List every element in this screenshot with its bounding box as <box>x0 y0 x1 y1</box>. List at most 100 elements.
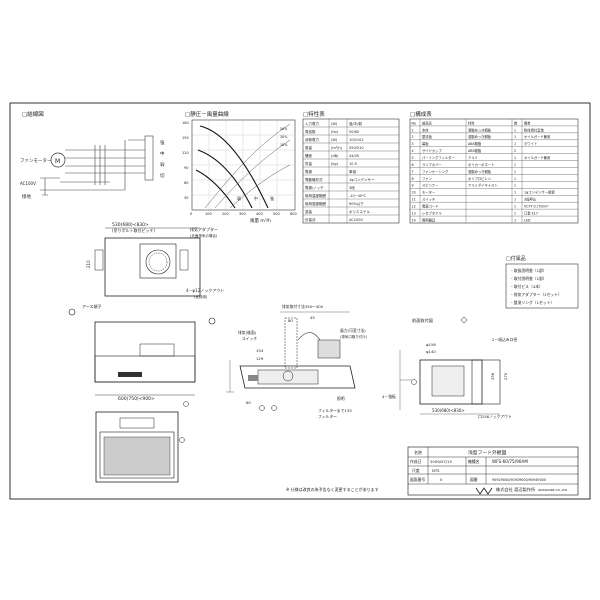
date-value: 2009/07/15 <box>430 459 452 464</box>
parts-cell: ポリカーボネート <box>468 162 494 167</box>
knockout-note: (支持用) <box>194 294 208 299</box>
terminal-strong: 強 <box>160 139 165 146</box>
wiring-title: □結線図 <box>22 110 44 118</box>
spec-cell: 周波数 <box>305 129 316 134</box>
spec-cell: 電源 <box>305 169 313 174</box>
side-dim-60: 60 <box>246 400 251 405</box>
accessory-item-4: ・整流リング（1セット） <box>510 300 554 305</box>
front-view: 600(750)<900> <box>94 321 196 407</box>
knockout-marker <box>208 317 216 325</box>
performance-title: □静圧－風量曲線 <box>185 110 229 118</box>
drawing-no-value: 0 <box>440 477 443 482</box>
perf-xtick-1: 100 <box>205 212 212 216</box>
spec-cell: 入力電力 <box>305 121 319 126</box>
spec-cell: 10.5 <box>349 162 357 166</box>
parts-header-cell: 備考 <box>524 120 531 125</box>
top-view-body <box>104 237 201 297</box>
parts-cell: 1 <box>514 191 516 195</box>
rear-256: 256 <box>490 372 495 380</box>
bottom-view-body <box>95 411 179 483</box>
parts-cell: 1 <box>412 128 414 132</box>
parts-cell: 1 <box>514 170 516 174</box>
spec-cell: (Hz) <box>331 130 339 134</box>
company-en: WATANABE CO.,LTD. <box>538 488 568 492</box>
duct-curve-3 <box>229 164 291 209</box>
spec-cell: 105/102 <box>349 138 364 142</box>
curve-weak <box>195 169 236 209</box>
part-label: 図番 <box>470 477 478 482</box>
side-light-label: 照明 <box>337 396 345 401</box>
parts-cell: 1 <box>514 177 516 181</box>
parts-cell: ファンケーシング <box>422 169 449 174</box>
parts-cell: サイドカップ <box>422 148 442 153</box>
rear-view: 前面取付図 φ156 φ140 2－吸込み口径 4－強板 270 256 530… <box>382 317 517 419</box>
perf-xtick-6: 600 <box>290 212 297 216</box>
perf-xtick-2: 200 <box>222 212 229 216</box>
spec-cell: 550/510 <box>349 146 364 150</box>
side-top-dim: 排気取付寸法350～400 <box>282 304 324 309</box>
spec-cell: 騒音 <box>305 153 313 158</box>
parts-cell: 1 <box>514 198 516 202</box>
parts-cell: ポリプロピレン <box>468 176 492 181</box>
model-label: 機種名 <box>468 459 480 464</box>
side-dim-45: 45 <box>310 315 315 320</box>
spec-cell: 電動機形式 <box>305 177 323 182</box>
accessory-item-2: ・取付ビス（4本） <box>510 284 543 289</box>
perf-xtick-5: 500 <box>273 212 280 216</box>
spec-cell: 質量 <box>305 161 313 166</box>
parts-cell: 整流板 <box>422 134 433 139</box>
spec-cell: 強/中/弱 <box>349 121 362 126</box>
parts-cell: 本体 <box>422 127 429 132</box>
rear-dia: φ156 <box>426 342 436 347</box>
parts-cell: 1 <box>514 142 516 146</box>
parts-cell: 1 <box>514 135 516 139</box>
perf-xtick-0: 0 <box>190 212 192 216</box>
parts-cell: ファン <box>422 176 433 181</box>
performance-curve: □静圧－風量曲線 180 150 120 90 60 30 0 100 200 … <box>182 110 297 224</box>
spec-cell: AC100V <box>349 218 363 222</box>
date-label: 作成日 <box>410 459 422 464</box>
parts-cell: スピンナー <box>422 183 438 188</box>
rear-title: 前面取付図 <box>412 317 433 324</box>
spec-cell: 90%以下 <box>349 202 364 206</box>
side-switch-label: スイッチ <box>242 336 257 341</box>
parts-cell: 溶融めっき鋼板 <box>468 127 492 132</box>
parts-cell: 口金 E17 <box>524 210 538 215</box>
perf-ytick-3: 90 <box>184 166 188 170</box>
side-hood-outline <box>239 365 356 389</box>
model-value: WFS-60/75/90AM <box>492 459 528 464</box>
spec-change-note: ※ 仕様は改良の為予告なく変更することがあります <box>286 486 379 492</box>
spec-cell: -10~40℃ <box>349 194 366 198</box>
parts-cell: 3 <box>412 142 414 146</box>
source-label: AC100V <box>20 181 36 186</box>
rear-aperture: 2－吸込み口径 <box>492 337 517 342</box>
curve-label-strong: 強 <box>270 196 274 201</box>
fan-motor-label: ファンモーター <box>20 157 52 164</box>
spec-cell: (W) <box>331 138 338 142</box>
parts-cell: 1 <box>514 205 516 209</box>
knockout-label: 4－φ12ノックアウト <box>186 287 224 293</box>
perf-x-axis-label: 風量 m³/h <box>250 217 271 224</box>
motor-symbol <box>50 152 66 168</box>
rear-base-dim: 530(680)<830> <box>432 408 465 413</box>
spec-cell: 塗装 <box>305 209 313 214</box>
ground-label: 接地 <box>22 193 31 200</box>
curve-label-medium: 中 <box>254 196 258 201</box>
parts-cell: パーミングフィルター <box>422 155 455 160</box>
accessory-item-3: ・排気アダプター（1セット） <box>510 292 562 297</box>
spec-cell: 1φコンデンサー <box>349 177 375 182</box>
spec-cell: (dB) <box>331 154 339 158</box>
side-exhaust-back: 排気(後面) <box>238 330 257 335</box>
top-width-note: (吊りボルト取付ピッチ) <box>112 227 156 233</box>
scale-value: NTS <box>432 468 440 473</box>
parts-cell: 1φコンデンサー誘導 <box>524 190 555 195</box>
spec-cell: (W) <box>331 122 338 126</box>
parts-cell: 1 <box>514 211 516 215</box>
perf-ytick-2: 120 <box>182 151 189 155</box>
parts-cell: 溶融めっき鋼板 <box>468 169 492 174</box>
curve-medium <box>197 149 253 209</box>
parts-cell: 電源コード <box>422 204 438 209</box>
exhaust-adapter-label: 排気アダプター <box>190 226 218 232</box>
spec-cell: 使用温度範囲 <box>305 193 326 198</box>
